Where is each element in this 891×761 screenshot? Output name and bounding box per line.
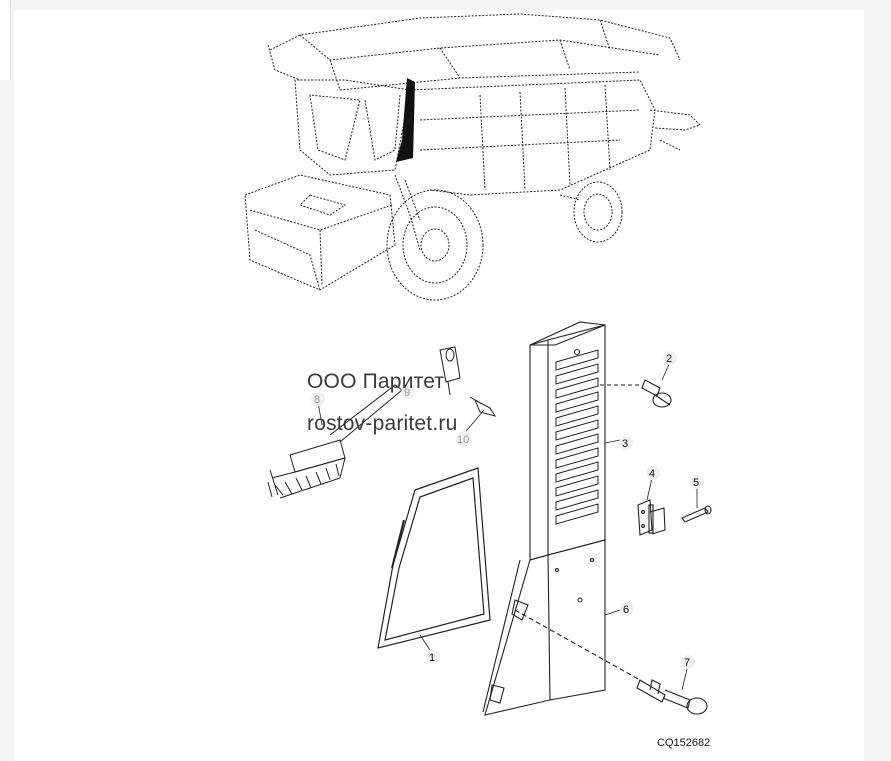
brush-part bbox=[267, 384, 403, 499]
callout-7: 7 bbox=[684, 657, 690, 669]
parts-diagram: 1 2 3 4 5 6 7 8 9 10 bbox=[244, 13, 712, 716]
louvered-panel-part bbox=[529, 321, 606, 561]
bracket-panel-part bbox=[482, 539, 606, 716]
callout-1: 1 bbox=[429, 652, 435, 664]
parts-sheet: 1 2 3 4 5 6 7 8 9 10 bbox=[14, 10, 864, 761]
callout-5: 5 bbox=[693, 477, 699, 489]
louver-slats bbox=[555, 349, 599, 525]
callout-10: 10 bbox=[457, 434, 469, 446]
callout-9: 9 bbox=[404, 387, 410, 399]
window-seal-part bbox=[377, 467, 491, 649]
watermark-website: rostov-paritet.ru bbox=[307, 412, 458, 435]
knob-part bbox=[600, 379, 672, 408]
highlighted-part-marker bbox=[396, 78, 415, 162]
figure-code: CQ152682 bbox=[657, 737, 711, 749]
watermark-company-name: ООО Паритет bbox=[307, 370, 445, 393]
callout-2: 2 bbox=[666, 353, 672, 365]
callout-3: 3 bbox=[622, 438, 628, 450]
latch-part bbox=[514, 609, 708, 715]
callout-4: 4 bbox=[649, 468, 655, 480]
combine-overview bbox=[244, 13, 701, 301]
callout-8: 8 bbox=[314, 394, 320, 406]
hinge-and-pin-parts bbox=[637, 499, 712, 536]
clip-and-screw-parts bbox=[439, 346, 497, 417]
callout-labels: 1 2 3 4 5 6 7 8 9 10 bbox=[311, 351, 704, 669]
left-edge-strip bbox=[0, 0, 11, 80]
callout-6: 6 bbox=[623, 604, 629, 616]
